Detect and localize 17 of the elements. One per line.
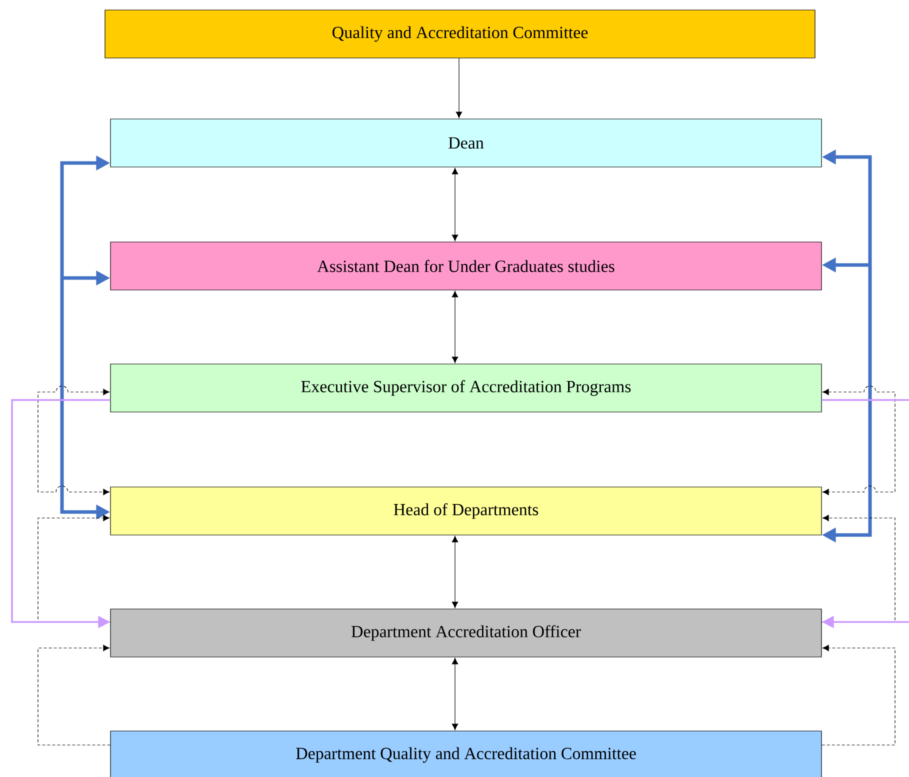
- role-box: Quality and Accreditation Committee: [104, 10, 816, 58]
- role-box: Executive Supervisor of Accreditation Programs: [110, 364, 822, 412]
- role-box: Dean: [110, 118, 822, 168]
- role-box: Assistant Dean for Under Graduates studies: [110, 242, 822, 290]
- double-arrow: [38, 386, 110, 496]
- arrow: [456, 58, 462, 118]
- role-box: Department Accreditation Officer: [110, 608, 822, 658]
- double-arrow: [452, 658, 458, 730]
- double-arrow: [452, 290, 458, 364]
- dashed-arrow: [822, 644, 896, 746]
- double-arrow: [452, 168, 458, 242]
- double-arrow: [452, 536, 458, 608]
- dashed-arrow: [38, 644, 110, 746]
- double-arrow: [822, 386, 896, 496]
- arrow: [822, 399, 909, 628]
- role-box: Head of Departments: [110, 486, 822, 536]
- role-box: Department Quality and Accreditation Committee: [110, 730, 822, 777]
